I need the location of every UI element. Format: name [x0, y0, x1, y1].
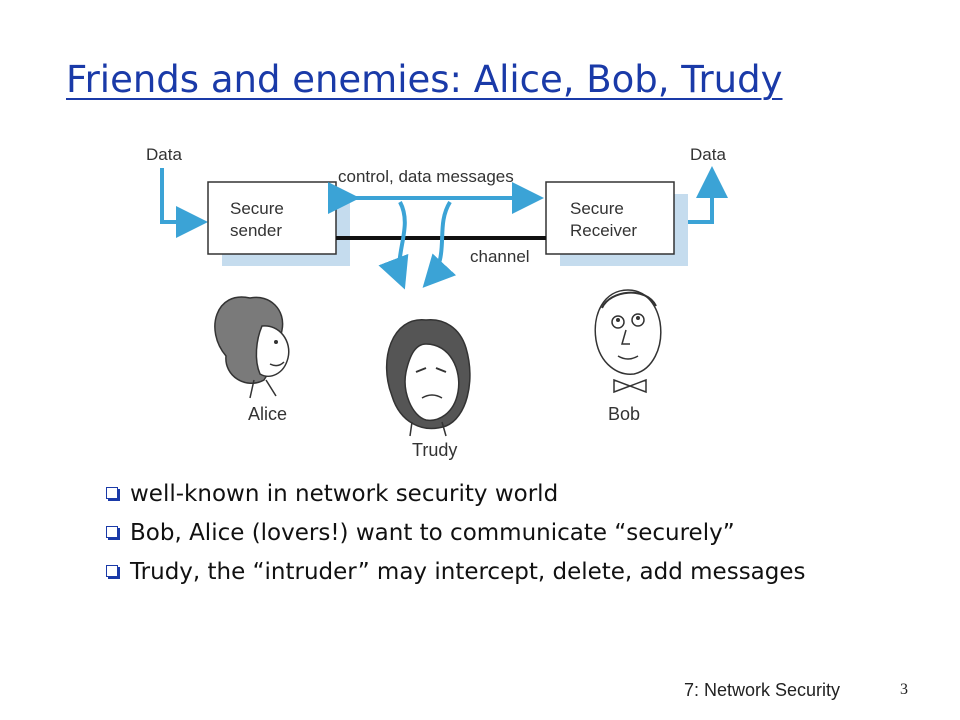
alice-label: Alice: [248, 404, 287, 424]
bullet-square-icon: [106, 526, 118, 538]
bullet-text: Bob, Alice (lovers!) want to communicate…: [130, 520, 735, 546]
receiver-line-2: Receiver: [570, 221, 637, 240]
page-number: 3: [900, 681, 908, 698]
bullet-square-icon: [106, 487, 118, 499]
bob-figure: [594, 289, 662, 394]
data-in-arrow: [160, 168, 208, 238]
data-right-label: Data: [690, 145, 726, 164]
footer-label: 7: Network Security: [684, 680, 841, 700]
secure-sender-box: Secure sender: [207, 181, 350, 266]
sender-line-1: Secure: [230, 199, 284, 218]
slide-title: Friends and enemies: Alice, Bob, Trudy: [66, 58, 783, 101]
control-data-messages-label: control, data messages: [338, 167, 514, 186]
data-left-label: Data: [146, 145, 182, 164]
intercept-arrow-right: [422, 200, 457, 288]
sender-line-2: sender: [230, 221, 282, 240]
bullet-item: well-known in network security world: [106, 478, 906, 511]
bullet-item: Trudy, the “intruder” may intercept, del…: [106, 556, 906, 589]
bullet-text: Trudy, the “intruder” may intercept, del…: [130, 559, 806, 585]
bullet-list: well-known in network security world Bob…: [106, 478, 906, 595]
bullet-item: Bob, Alice (lovers!) want to communicate…: [106, 517, 906, 550]
bullet-square-icon: [106, 565, 118, 577]
channel-label: channel: [470, 247, 530, 266]
secure-receiver-box: Secure Receiver: [545, 181, 688, 266]
data-out-arrow: [682, 166, 728, 224]
alice-figure: [214, 296, 290, 399]
security-diagram: Data Data Secure sender Secure Receiver …: [146, 145, 728, 460]
bullet-text: well-known in network security world: [130, 481, 559, 507]
bob-label: Bob: [608, 404, 640, 424]
trudy-label: Trudy: [412, 440, 457, 460]
receiver-line-1: Secure: [570, 199, 624, 218]
trudy-figure: [385, 319, 471, 437]
intercept-arrow-left: [378, 201, 409, 290]
